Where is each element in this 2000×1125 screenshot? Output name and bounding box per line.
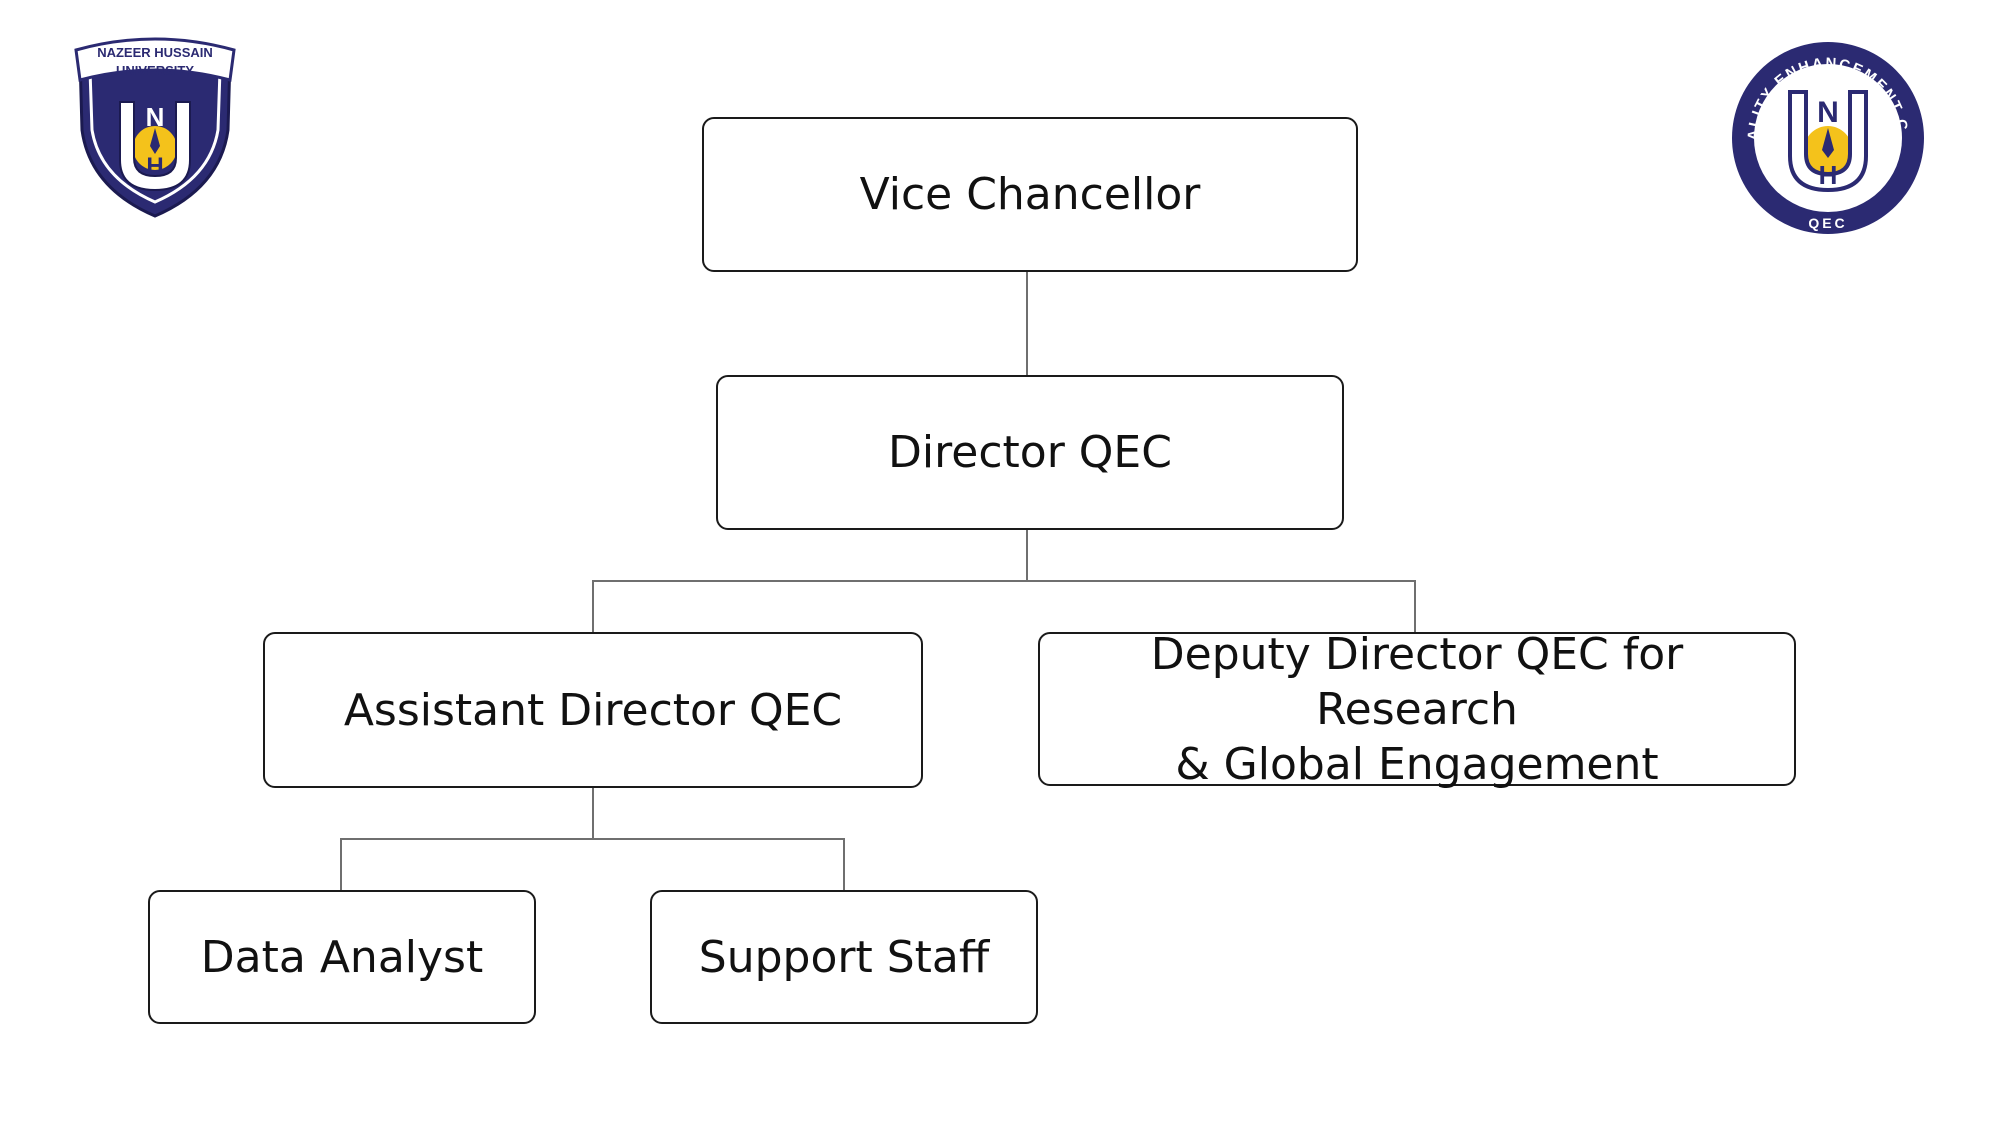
seal-letter-h: H: [1819, 160, 1838, 190]
node-deputy-director-qec: Deputy Director QEC for Research & Globa…: [1038, 629, 1796, 790]
node-assistant-director-qec-label: Assistant Director QEC: [343, 684, 843, 736]
qec-seal-logo: QUALITY ENHANCEMENT CELL QEC N H: [1728, 38, 1924, 234]
node-data-analyst: Data Analyst: [148, 890, 536, 1024]
connector-to-assistant-director: [592, 580, 594, 632]
connector-to-data-analyst: [340, 838, 342, 891]
university-shield-logo: NAZEER HUSSAIN UNIVERSITY N H: [74, 37, 236, 218]
node-data-analyst-label: Data Analyst: [200, 931, 484, 983]
connector-to-support-staff: [843, 838, 845, 891]
node-support-staff: Support Staff: [650, 890, 1038, 1024]
connector-director-branch: [592, 580, 1416, 582]
node-director-qec: Director QEC: [716, 375, 1344, 530]
connector-director-down: [1026, 530, 1028, 580]
node-deputy-director-line1: Deputy Director QEC for Research: [1150, 628, 1684, 735]
logo-banner-line1: NAZEER HUSSAIN: [97, 45, 213, 60]
seal-bottom-text: QEC: [1808, 215, 1847, 231]
logo-letter-h: H: [146, 153, 163, 180]
logo-letter-n: N: [146, 102, 165, 132]
logo-banner-line2: UNIVERSITY: [116, 63, 194, 78]
seal-letter-n: N: [1817, 96, 1839, 129]
pen-nib-icon: [1822, 128, 1834, 158]
connector-assistant-down: [592, 788, 594, 838]
node-vice-chancellor: Vice Chancellor: [702, 117, 1358, 272]
connector-vc-to-director: [1026, 272, 1028, 376]
node-deputy-director-qec-label: Deputy Director QEC for Research & Globa…: [1040, 627, 1794, 792]
node-director-qec-label: Director QEC: [888, 427, 1172, 478]
node-vice-chancellor-label: Vice Chancellor: [859, 169, 1201, 220]
pen-nib-icon: [150, 128, 160, 154]
connector-to-deputy-director: [1414, 580, 1416, 632]
node-deputy-director-line2: & Global Engagement: [1175, 738, 1659, 790]
node-assistant-director-qec: Assistant Director QEC: [263, 632, 923, 788]
node-support-staff-label: Support Staff: [698, 931, 990, 983]
connector-assistant-branch: [340, 838, 845, 840]
